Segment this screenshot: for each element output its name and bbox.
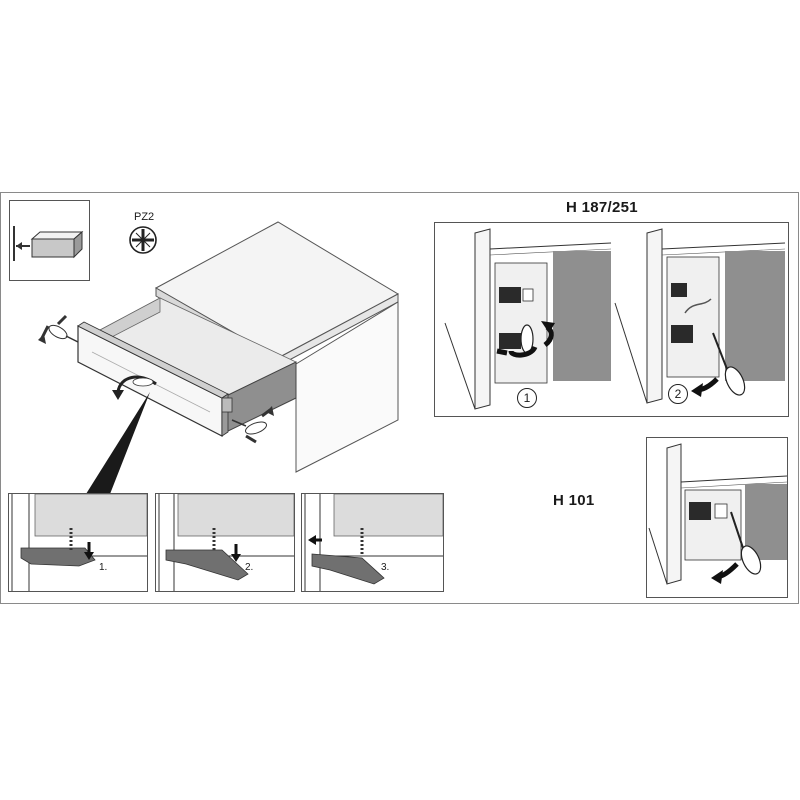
cabinet-side [295, 301, 399, 473]
detail-step-2: 2. [245, 562, 254, 573]
detail-panel-1 [8, 493, 148, 592]
detail-callout-pointer [86, 392, 150, 494]
detail-panel-2 [155, 493, 295, 592]
screwdriver-left [48, 324, 79, 343]
detail-step-3: 3. [381, 562, 390, 573]
step-marker-1: 1 [517, 388, 537, 408]
tool-label: PZ2 [134, 211, 155, 223]
variant-h187-251-panel [434, 222, 789, 417]
instruction-sheet [0, 192, 799, 604]
variant-heading-h187-251: H 187/251 [566, 199, 638, 216]
step-marker-1-label: 1 [523, 391, 531, 405]
step-marker-2: 2 [668, 384, 688, 404]
variant-heading-h101: H 101 [553, 492, 595, 509]
pozidriv-bit-icon [129, 226, 157, 254]
detail-panel-3 [301, 493, 444, 592]
screwdriver-right [231, 419, 267, 435]
drawer-pull-arrow-icon [13, 226, 84, 261]
variant-h101-panel [646, 437, 788, 598]
step-marker-2-label: 2 [674, 387, 682, 401]
drawer-removal-icon-box [9, 200, 90, 281]
detail-step-1: 1. [99, 562, 108, 573]
